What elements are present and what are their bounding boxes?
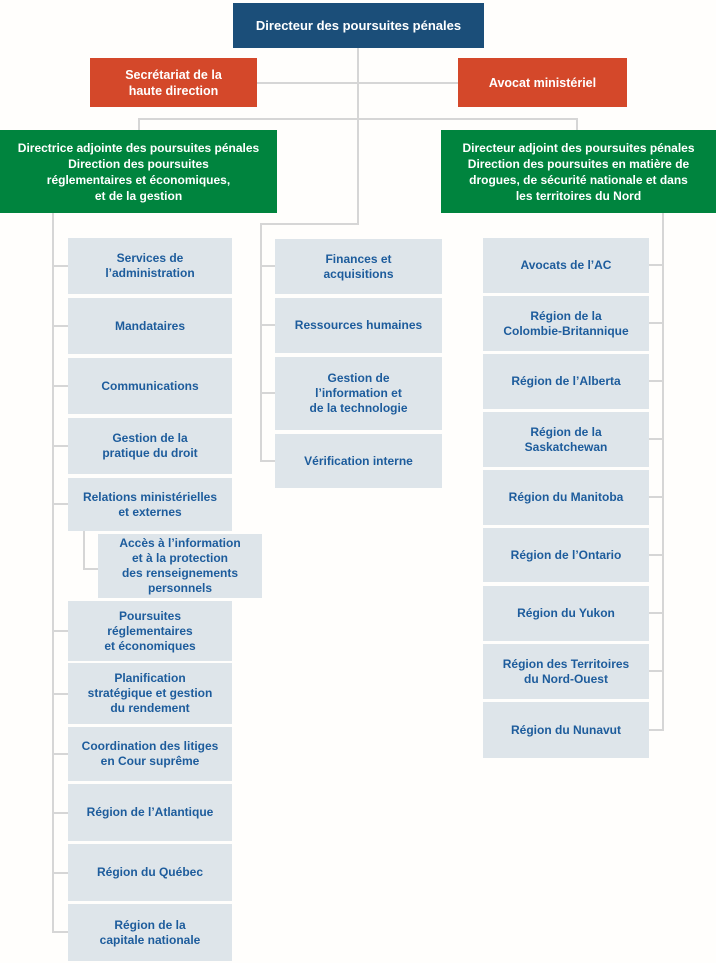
node-gestion-pratique-droit: Gestion de la pratique du droit xyxy=(68,418,232,474)
connector-line xyxy=(138,118,578,120)
node-avocat-ministeriel: Avocat ministériel xyxy=(458,58,627,107)
connector-line xyxy=(649,729,662,731)
connector-line xyxy=(54,693,68,695)
node-ressources-humaines: Ressources humaines xyxy=(275,298,442,353)
connector-line xyxy=(649,670,662,672)
node-finances-acquisitions: Finances et acquisitions xyxy=(275,239,442,294)
connector-line xyxy=(54,265,68,267)
node-planification-strategique: Planification stratégique et gestion du … xyxy=(68,663,232,724)
connector-line xyxy=(52,213,54,933)
connector-line xyxy=(54,630,68,632)
connector-line xyxy=(138,118,140,131)
node-mandataires: Mandataires xyxy=(68,298,232,354)
connector-line xyxy=(649,612,662,614)
connector-line xyxy=(262,265,275,267)
connector-line xyxy=(260,223,359,225)
connector-line xyxy=(649,554,662,556)
node-relations-ministerielles: Relations ministérielles et externes xyxy=(68,478,232,531)
node-communications: Communications xyxy=(68,358,232,414)
connector-line xyxy=(262,324,275,326)
connector-line xyxy=(54,503,68,505)
connector-line xyxy=(83,568,98,570)
node-region-atlantique: Région de l’Atlantique xyxy=(68,784,232,841)
connector-line xyxy=(649,496,662,498)
node-region-ontario: Région de l’Ontario xyxy=(483,528,649,582)
node-region-colombie-britannique: Région de la Colombie-Britannique xyxy=(483,296,649,351)
connector-line xyxy=(357,48,359,225)
node-region-nunavut: Région du Nunavut xyxy=(483,702,649,758)
connector-line xyxy=(649,380,662,382)
connector-line xyxy=(54,931,68,933)
connector-line xyxy=(262,392,275,394)
connector-line xyxy=(83,531,85,570)
node-directeur-adjoint-drogues: Directeur adjoint des poursuites pénales… xyxy=(441,130,716,213)
connector-line xyxy=(54,385,68,387)
node-region-saskatchewan: Région de la Saskatchewan xyxy=(483,412,649,467)
node-verification-interne: Vérification interne xyxy=(275,434,442,488)
node-region-quebec: Région du Québec xyxy=(68,844,232,901)
node-region-yukon: Région du Yukon xyxy=(483,586,649,641)
node-coordination-litiges: Coordination des litiges en Cour suprême xyxy=(68,727,232,781)
connector-line xyxy=(576,118,578,131)
connector-line xyxy=(262,460,275,462)
node-directeur-poursuites-penales: Directeur des poursuites pénales xyxy=(233,3,484,48)
connector-line xyxy=(662,213,664,731)
node-region-alberta: Région de l’Alberta xyxy=(483,354,649,409)
node-services-administration: Services de l’administration xyxy=(68,238,232,294)
connector-line xyxy=(54,872,68,874)
connector-line xyxy=(257,82,458,84)
connector-line xyxy=(649,322,662,324)
node-avocats-ac: Avocats de l’AC xyxy=(483,238,649,293)
connector-line xyxy=(54,325,68,327)
node-secretariat-haute-direction: Secrétariat de la haute direction xyxy=(90,58,257,107)
connector-line xyxy=(260,223,262,462)
connector-line xyxy=(649,264,662,266)
connector-line xyxy=(54,812,68,814)
node-region-manitoba: Région du Manitoba xyxy=(483,470,649,525)
connector-line xyxy=(649,438,662,440)
node-acces-information: Accès à l’information et à la protection… xyxy=(98,534,262,598)
node-poursuites-reglementaires: Poursuites réglementaires et économiques xyxy=(68,601,232,661)
node-region-territoires-nord-ouest: Région des Territoires du Nord-Ouest xyxy=(483,644,649,699)
node-region-capitale-nationale: Région de la capitale nationale xyxy=(68,904,232,961)
connector-line xyxy=(54,753,68,755)
node-gestion-information-technologie: Gestion de l’information et de la techno… xyxy=(275,357,442,430)
connector-line xyxy=(54,445,68,447)
node-directrice-adjointe-reglementaires: Directrice adjointe des poursuites pénal… xyxy=(0,130,277,213)
